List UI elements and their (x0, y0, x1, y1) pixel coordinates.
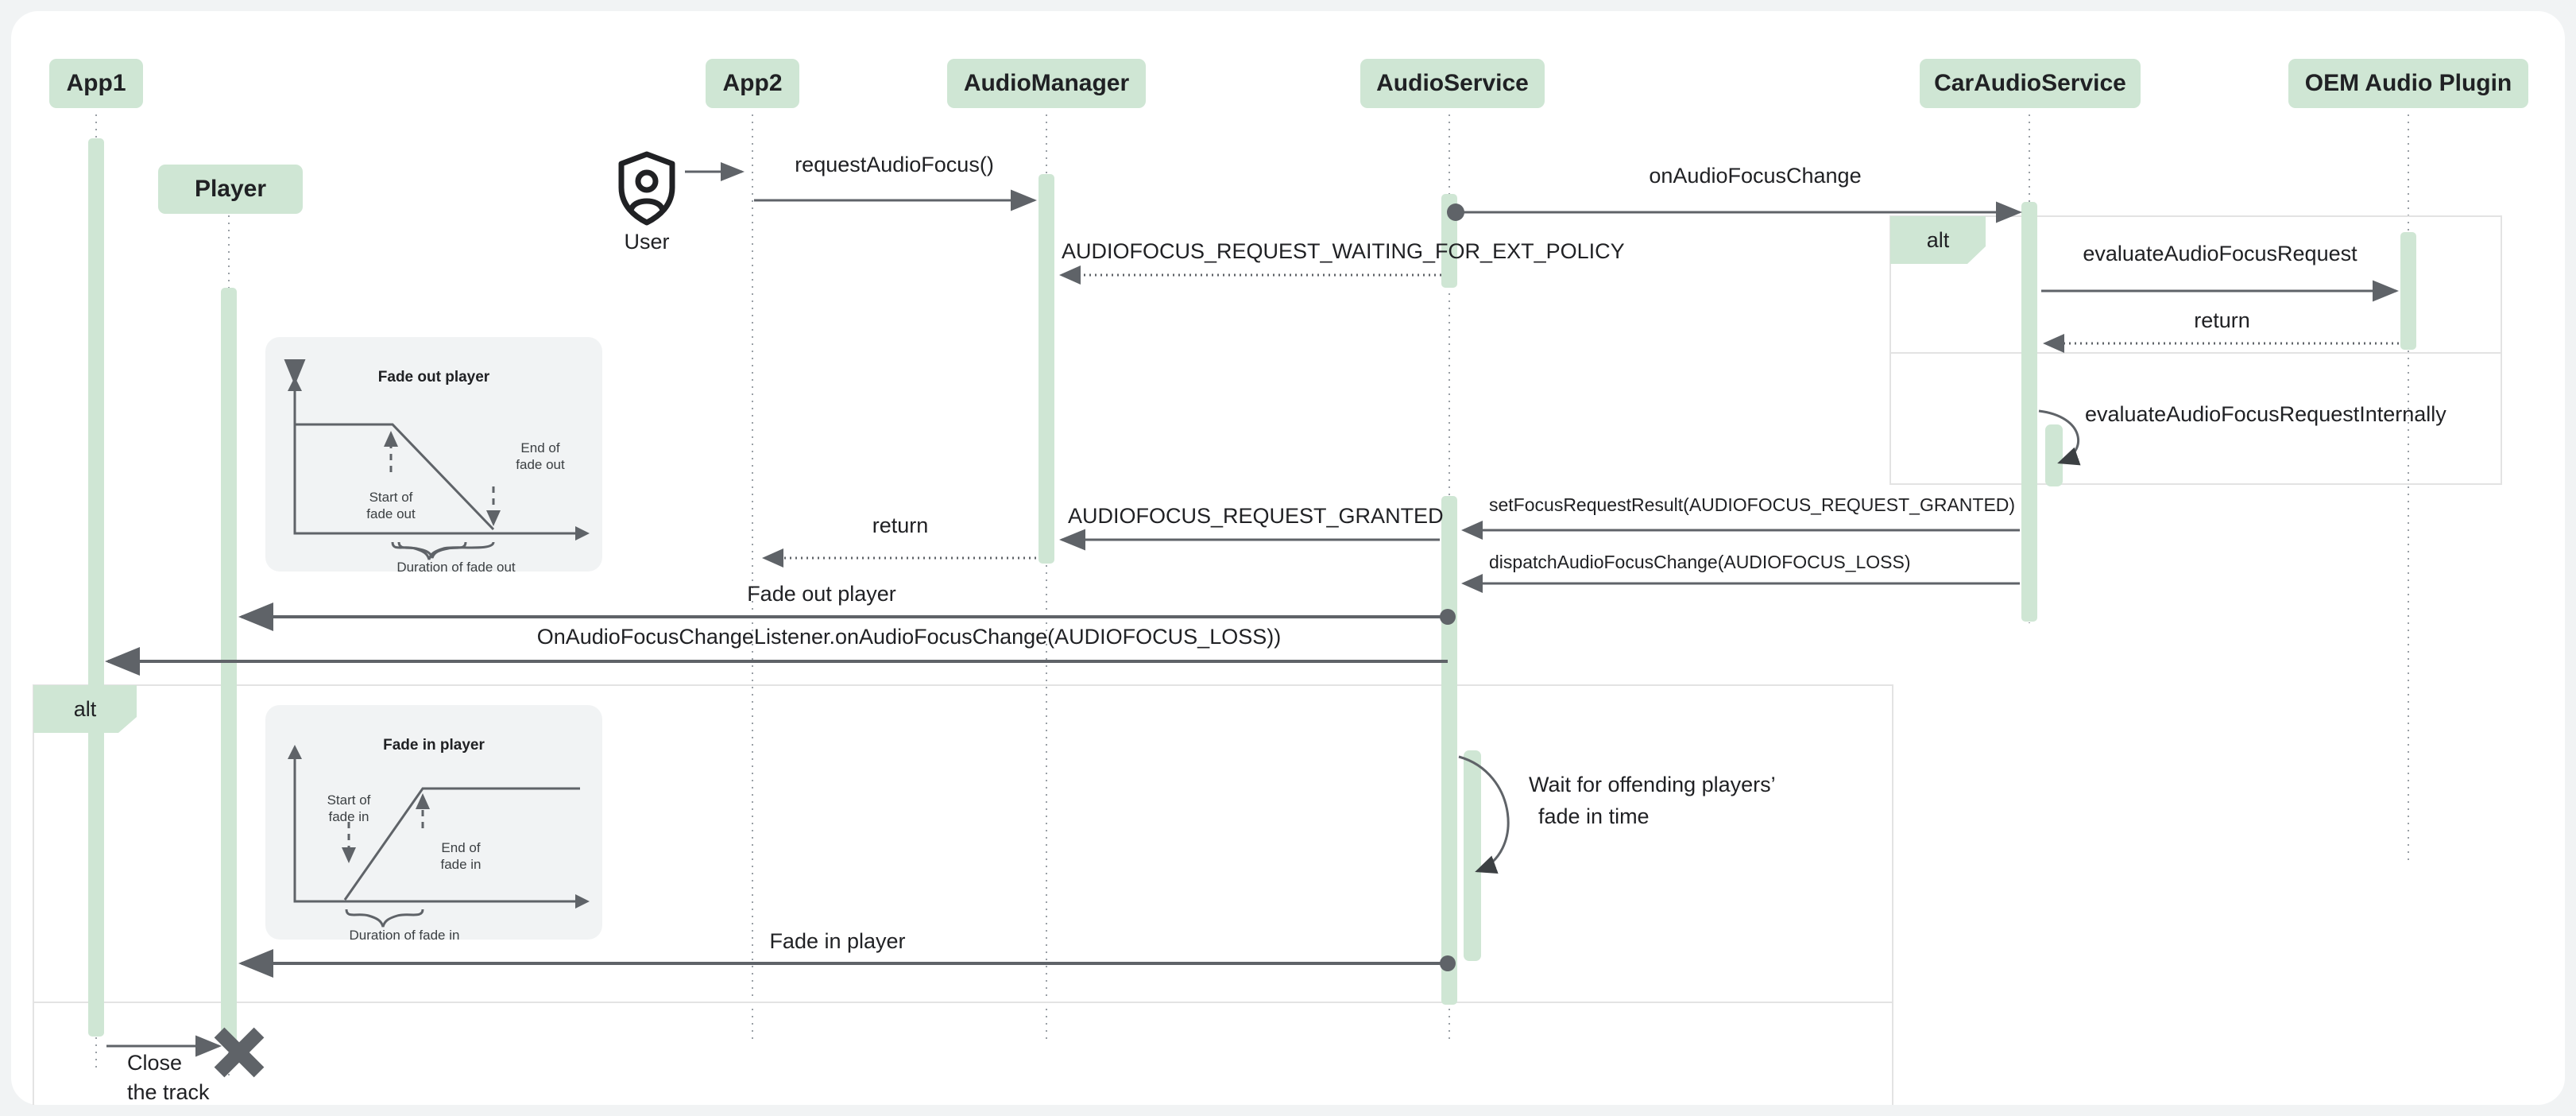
participant-caraudioservice[interactable]: CarAudioService (1920, 59, 2141, 108)
message-label-granted: AUDIOFOCUS_REQUEST_GRANTED (1068, 504, 1444, 528)
fade-out-annotation-end: End of fade out (516, 440, 565, 472)
actor-label: User (624, 230, 670, 254)
message-label-fade-in-player: Fade in player (769, 929, 906, 953)
fade-in-chart-title: Fade in player (383, 737, 485, 754)
participant-audioservice[interactable]: AudioService (1360, 59, 1545, 108)
sequence-diagram: Fade out player Fade in player (33, 114, 2502, 1105)
participant-label: App1 (66, 70, 126, 96)
participant-label: OEM Audio Plugin (2304, 70, 2512, 96)
frag-alt-bottom (33, 684, 1893, 1105)
destroy-x-icon (214, 1027, 265, 1078)
participant-label: App2 (722, 70, 783, 96)
fade-out-annotation-duration: Duration of fade out (396, 560, 516, 575)
message-label-close-track-line2: the track (127, 1080, 210, 1104)
participant-oemplugin[interactable]: OEM Audio Plugin (2288, 59, 2528, 108)
frag-label-text: alt (1926, 227, 1950, 252)
participant-label: CarAudioService (1934, 70, 2126, 96)
diagram-canvas: Fade out player Fade in player App1 Play… (11, 11, 2565, 1105)
participant-audiomanager[interactable]: AudioManager (947, 59, 1146, 108)
participant-app2[interactable]: App2 (706, 59, 799, 108)
participant-app1[interactable]: App1 (49, 59, 143, 108)
message-label-requestAudioFocus: requestAudioFocus() (795, 153, 994, 176)
message-label-close-track-line1: Close (127, 1051, 183, 1075)
message-label-onAudioFocusChangeListener: OnAudioFocusChangeListener.onAudioFocusC… (536, 625, 1282, 649)
activation-bars (88, 138, 2416, 1044)
message-label-dispatchAudioFocusChange: dispatchAudioFocusChange(AUDIOFOCUS_LOSS… (1489, 552, 1911, 572)
participant-label: Player (194, 176, 267, 202)
fade-in-annotation-end: End of fade in (440, 840, 482, 872)
fade-out-chart-title: Fade out player (378, 369, 490, 386)
frag-label-text: alt (73, 696, 97, 721)
participant-label: AudioService (1376, 70, 1529, 96)
message-label-evaluateInternally: evaluateAudioFocusRequestInternally (2085, 402, 2446, 426)
message-label-onAudioFocusChange: onAudioFocusChange (1649, 164, 1862, 188)
message-arrows (105, 162, 2399, 1057)
fade-out-annotation-start: Start of fade out (366, 490, 416, 521)
participant-label: AudioManager (963, 70, 1130, 96)
message-label-return-audiomanager: return (872, 513, 929, 537)
message-label-evaluateAudioFocusRequest: evaluateAudioFocusRequest (2083, 242, 2357, 265)
frag-alt-top (1889, 215, 2502, 485)
message-label-setFocusRequestResult: setFocusRequestResult(AUDIOFOCUS_REQUEST… (1489, 494, 2016, 515)
message-label-wait-fade-in-line1: Wait for offending players’ (1529, 773, 1776, 796)
frag-alt-top-label: alt (1890, 216, 1986, 264)
user-shield-icon (618, 151, 675, 226)
fade-in-chart: Fade in player (265, 705, 602, 940)
message-label-wait-fade-in-line2: fade in time (1538, 804, 1650, 828)
frag-alt-bottom-label: alt (33, 685, 137, 733)
message-label-fade-out-player: Fade out player (747, 582, 896, 606)
fade-in-annotation-start: Start of fade in (327, 792, 371, 824)
message-label-waiting-for-ext-policy: AUDIOFOCUS_REQUEST_WAITING_FOR_EXT_POLIC… (1062, 239, 1625, 263)
participant-player[interactable]: Player (158, 165, 303, 214)
fade-in-annotation-duration: Duration of fade in (349, 928, 460, 943)
message-label-return-oem: return (2194, 308, 2250, 332)
